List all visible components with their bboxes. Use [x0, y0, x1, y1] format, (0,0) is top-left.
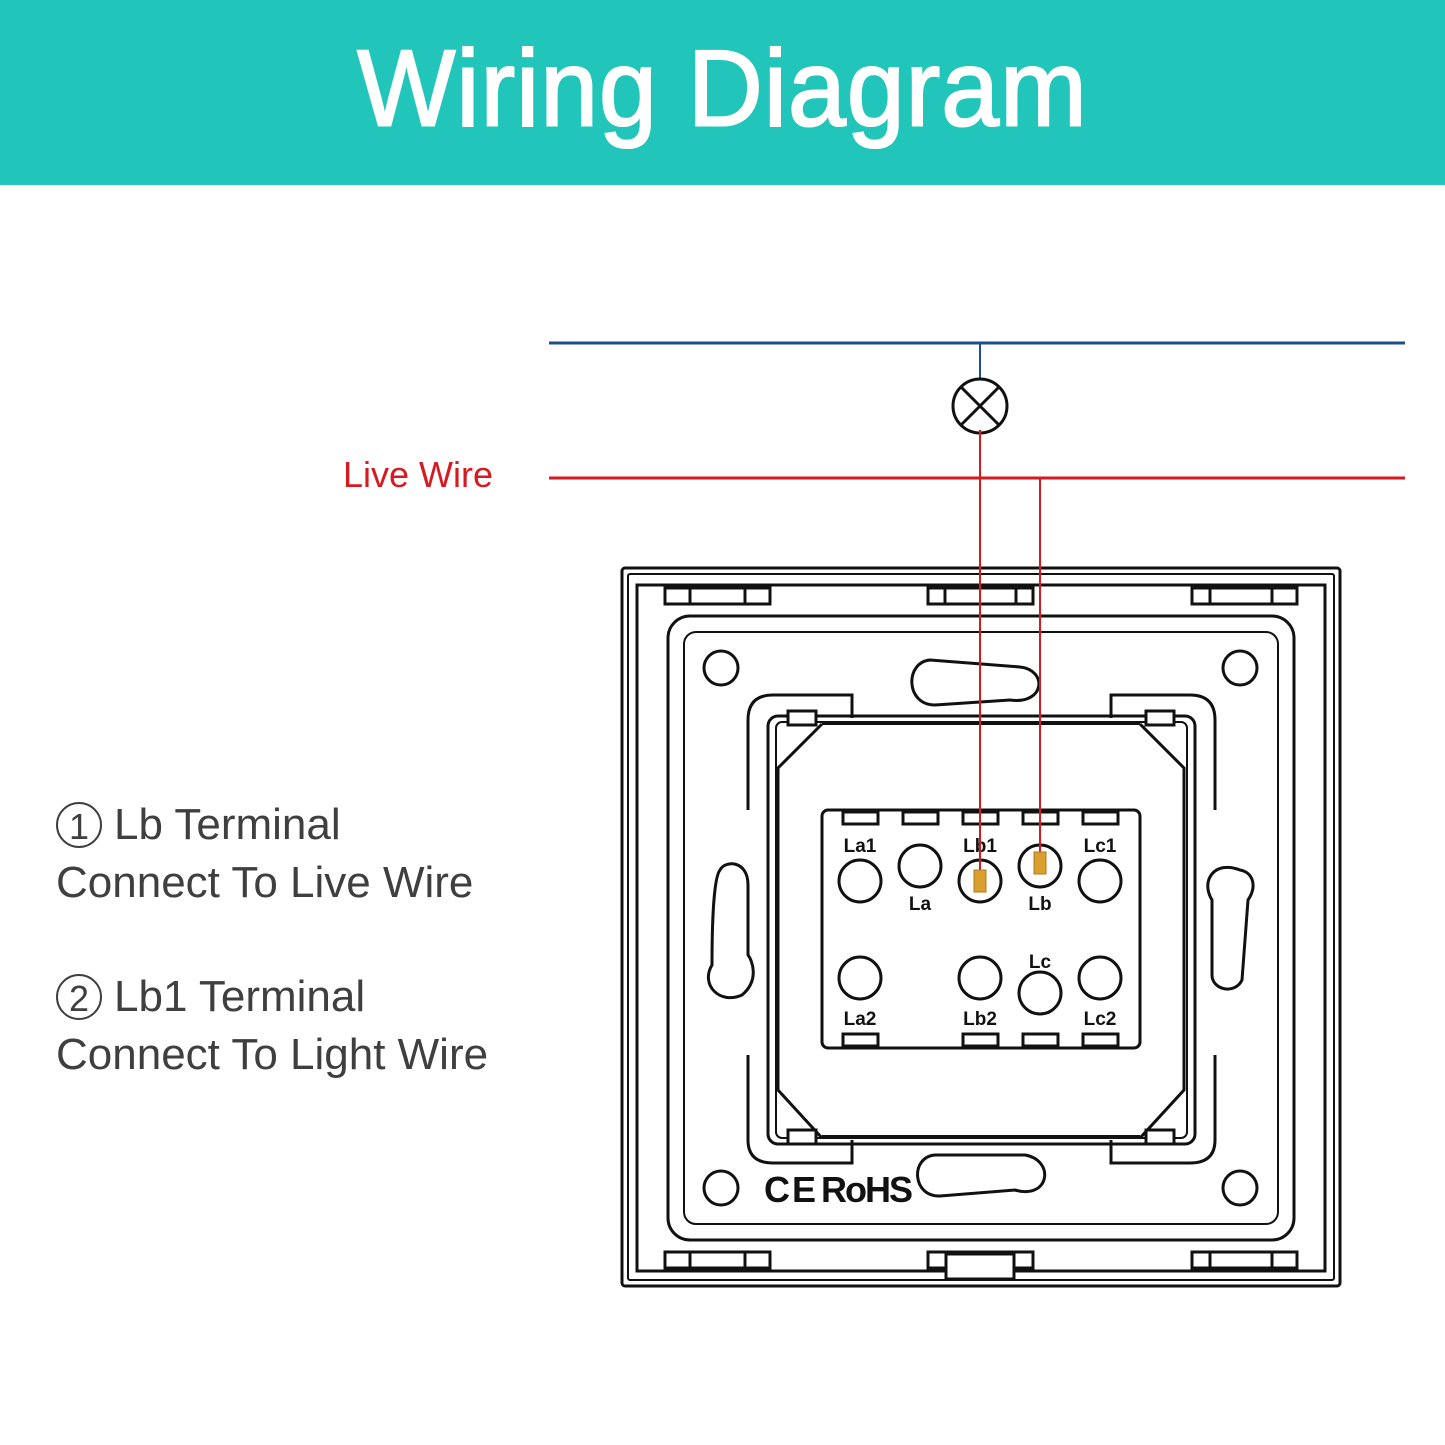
- terminal-label: Lc2: [1084, 1009, 1117, 1030]
- wire-tip-lb: [1033, 851, 1047, 875]
- terminal-la1: [837, 858, 883, 904]
- terminal-lc2: [1077, 955, 1123, 1001]
- rohs-mark: RoHS: [821, 1169, 912, 1210]
- terminal-label: La1: [844, 836, 877, 857]
- terminal-label: Lc1: [1084, 836, 1117, 857]
- live-wire-label: Live Wire: [343, 454, 494, 495]
- terminal-la2: [837, 955, 883, 1001]
- terminal-lc1: [1077, 858, 1123, 904]
- instruction-title: Lb1 Terminal: [114, 972, 366, 1021]
- terminal-label: Lc: [1029, 952, 1052, 973]
- instruction-1: 1 Lb Terminal Connect To Live Wire: [56, 796, 473, 912]
- terminal-la: [897, 843, 943, 889]
- terminal-lb2: [957, 955, 1003, 1001]
- step-number-badge: 2: [56, 974, 102, 1020]
- instruction-2: 2 Lb1 Terminal Connect To Light Wire: [56, 968, 488, 1084]
- terminal-label: La: [909, 894, 932, 915]
- instruction-detail: Connect To Live Wire: [56, 858, 474, 907]
- terminal-label: La2: [844, 1009, 877, 1030]
- step-number-badge: 1: [56, 802, 102, 848]
- header-banner: Wiring Diagram: [0, 0, 1445, 185]
- page-title: Wiring Diagram: [356, 28, 1088, 149]
- ce-mark: CE: [764, 1169, 818, 1210]
- instruction-title: Lb Terminal: [114, 800, 341, 849]
- terminal-label: Lb2: [963, 1009, 997, 1030]
- lamp-icon: [951, 377, 1009, 435]
- terminal-label: Lb: [1028, 894, 1051, 915]
- instruction-detail: Connect To Light Wire: [56, 1030, 489, 1079]
- wire-tip-lb1: [973, 869, 987, 893]
- terminal-lc: [1017, 970, 1063, 1016]
